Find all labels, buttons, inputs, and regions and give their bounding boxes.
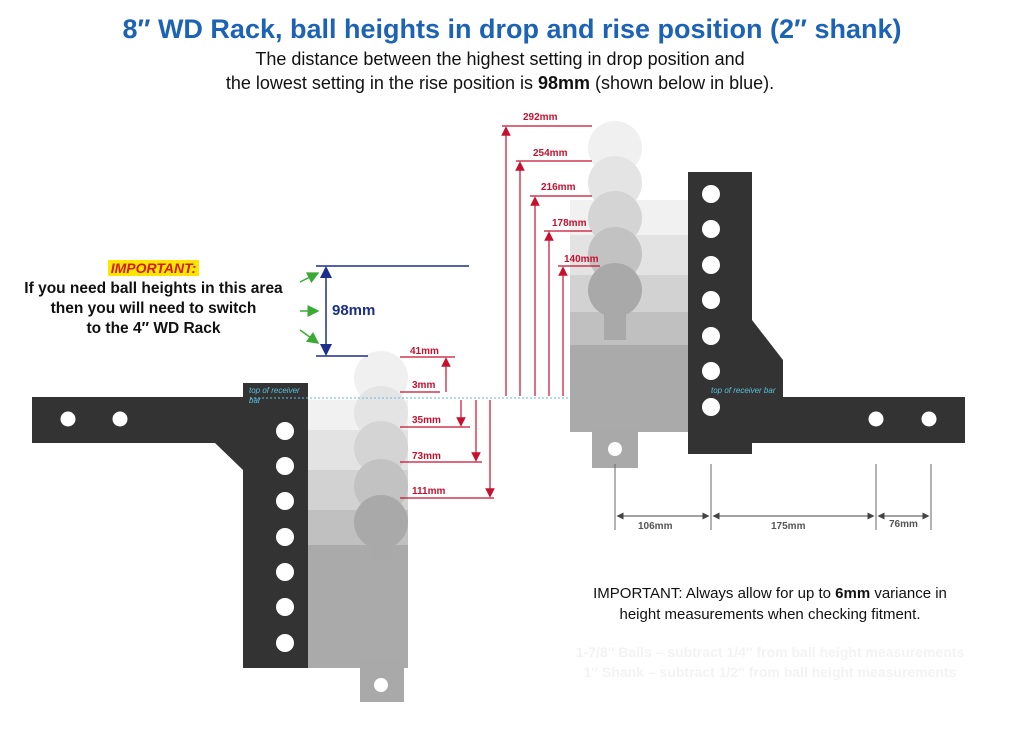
green-arrow (299, 272, 320, 284)
subtitle-line2-post: (shown below in blue). (590, 73, 775, 93)
drop-receiver-label-b: bar (249, 396, 261, 405)
spacing-dimensions: 106mm 175mm 76mm (614, 464, 932, 532)
spacing-label: 76mm (889, 519, 918, 530)
drop-hole (276, 422, 294, 440)
rise-height-label: 254mm (533, 148, 568, 159)
fitment-note: IMPORTANT: Always allow for up to 6mm va… (560, 583, 980, 625)
rise-height-label: 292mm (523, 112, 558, 123)
rise-hole (702, 362, 720, 380)
drop-height-label: 3mm (412, 380, 435, 391)
subtitle-bold: 98mm (538, 73, 591, 93)
drop-hole (276, 563, 294, 581)
drop-receiver-label-a: top of receiver (249, 386, 300, 395)
rise-dimensions: 292mm 254mm 216mm 178mm 140mm (501, 112, 600, 396)
spacing-label: 106mm (638, 521, 673, 532)
faint-line1: 1-7/8″ Balls – subtract 1/4″ from ball h… (575, 644, 965, 660)
drop-rack: top of receiver bar (32, 351, 408, 702)
faint-note: 1-7/8″ Balls – subtract 1/4″ from ball h… (540, 642, 1000, 682)
drop-hole (112, 411, 128, 427)
drop-hole (276, 492, 294, 510)
subtitle-line2-pre: the lowest setting in the rise position … (225, 73, 539, 93)
rise-height-label: 216mm (541, 182, 576, 193)
drop-hole (276, 528, 294, 546)
rise-ball-ghosts (570, 121, 688, 468)
drop-hole (276, 634, 294, 652)
drop-hole (276, 457, 294, 475)
note-pre: IMPORTANT: Always allow for up to (593, 585, 836, 602)
rise-hole (702, 185, 720, 203)
drop-height-label: 35mm (412, 415, 441, 426)
warning-line2: then you will need to switch (50, 300, 257, 317)
drop-ball-ghosts (308, 351, 408, 702)
page-title: 8″ WD Rack, ball heights in drop and ris… (122, 14, 902, 44)
green-arrow (299, 329, 320, 344)
note-post: variance in (870, 585, 947, 602)
rise-height-label: 140mm (564, 254, 599, 265)
drop-receiver-label: top of receiver bar (249, 386, 302, 405)
warning-line1: If you need ball heights in this area (24, 280, 283, 297)
note-line2: height measurements when checking fitmen… (619, 606, 921, 623)
gap-indicator: 98mm (299, 265, 469, 357)
drop-dimensions: 41mm 3mm 35mm 73mm 111mm (400, 346, 495, 499)
rise-receiver-bar (688, 172, 965, 454)
drop-hole (276, 598, 294, 616)
warning-block: IMPORTANT: If you need ball heights in t… (6, 258, 301, 339)
drop-height-label: 73mm (412, 451, 441, 462)
faint-line2: 1″ Shank – subtract 1/2″ from ball heigh… (583, 664, 957, 680)
drop-hole (60, 411, 76, 427)
subtitle-line1: The distance between the highest setting… (255, 49, 745, 69)
rise-hole (702, 327, 720, 345)
rise-hole (702, 220, 720, 238)
warning-line3: to the 4″ WD Rack (86, 320, 221, 337)
gap-label: 98mm (332, 302, 375, 319)
drop-height-label: 111mm (412, 486, 445, 497)
rise-receiver-label: top of receiver bar (711, 386, 776, 395)
rise-hole (702, 398, 720, 416)
rise-rack: top of receiver bar (570, 121, 965, 468)
drop-receiver-bar (32, 383, 308, 668)
rise-height-label: 178mm (552, 218, 587, 229)
rise-hole (921, 411, 937, 427)
subtitle: The distance between the highest setting… (0, 47, 1000, 95)
warning-label: IMPORTANT: (107, 260, 200, 276)
drop-height-label: 41mm (410, 346, 439, 357)
rise-hole (702, 256, 720, 274)
rise-hole (702, 291, 720, 309)
rise-hole (868, 411, 884, 427)
spacing-label: 175mm (771, 521, 806, 532)
note-bold: 6mm (835, 585, 871, 602)
subtitle-line2: the lowest setting in the rise position … (0, 71, 1000, 95)
